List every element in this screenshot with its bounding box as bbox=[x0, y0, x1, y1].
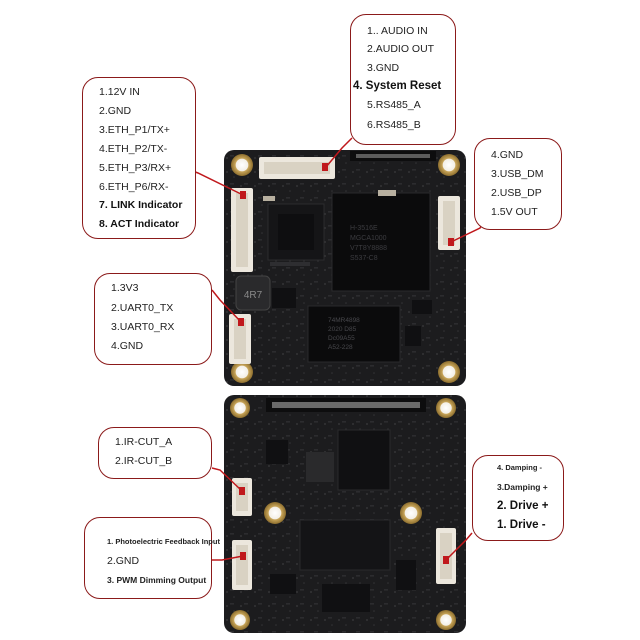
mount-hole bbox=[230, 398, 250, 418]
leader-ircut bbox=[211, 467, 243, 492]
svg-text:Dc09A55: Dc09A55 bbox=[328, 335, 355, 342]
mount-hole bbox=[438, 154, 460, 176]
pin-label: 1. Drive - bbox=[497, 519, 546, 531]
pin-label: 4. Damping - bbox=[497, 463, 543, 472]
pin-label: 1. Photoelectric Feedback Input bbox=[107, 537, 220, 546]
mount-hole bbox=[438, 361, 460, 383]
svg-text:V7T8Y8888: V7T8Y8888 bbox=[350, 245, 387, 252]
pin-label: 5.RS485_A bbox=[367, 99, 421, 111]
callout-audio-rs485: 1.. AUDIO IN 2.AUDIO OUT 3.GND 4. System… bbox=[350, 14, 456, 145]
soc-marking: H-3516E bbox=[350, 225, 378, 232]
svg-text:2020 D85: 2020 D85 bbox=[328, 326, 357, 333]
pin-label: 3.GND bbox=[367, 62, 400, 74]
mount-hole bbox=[230, 610, 250, 630]
memory-chip bbox=[307, 305, 401, 363]
pin-label: 2.IR-CUT_B bbox=[115, 455, 173, 467]
pin-label: 6.ETH_P6/RX- bbox=[99, 181, 169, 193]
pin-label: 3.Damping + bbox=[497, 482, 548, 492]
mount-hole bbox=[231, 361, 253, 383]
pin-label: 3. PWM Dimming Output bbox=[107, 575, 207, 585]
svg-text:74MR4898: 74MR4898 bbox=[328, 317, 360, 324]
pin-label: 2.AUDIO OUT bbox=[367, 43, 435, 55]
leader-photo bbox=[212, 555, 244, 561]
main-soc-chip bbox=[331, 192, 431, 292]
pin-label: 4. System Reset bbox=[353, 80, 442, 92]
svg-text:4R7: 4R7 bbox=[244, 290, 263, 301]
callout-ircut: 1.IR-CUT_A 2.IR-CUT_B bbox=[98, 427, 212, 479]
bottom-board bbox=[224, 395, 466, 633]
callout-lens-drive: 4. Damping - 3.Damping + 2. Drive + 1. D… bbox=[472, 455, 564, 541]
mount-hole bbox=[231, 154, 253, 176]
callout-usb: 4.GND 3.USB_DM 2.USB_DP 1.5V OUT bbox=[474, 138, 562, 230]
pin-label: 4.ETH_P2/TX- bbox=[99, 143, 168, 155]
mount-hole bbox=[400, 502, 422, 524]
pin-label: 3.UART0_RX bbox=[111, 321, 175, 333]
svg-text:S537-C8: S537-C8 bbox=[350, 255, 378, 262]
pin-label: 1.5V OUT bbox=[491, 206, 538, 218]
svg-text:A52-228: A52-228 bbox=[328, 344, 353, 351]
pin-label: 2.GND bbox=[107, 555, 140, 567]
pin-label: 1.3V3 bbox=[111, 282, 139, 294]
svg-text:MGCA1000: MGCA1000 bbox=[350, 235, 387, 242]
pin-label: 1.IR-CUT_A bbox=[115, 436, 173, 448]
leader-lens bbox=[445, 532, 473, 561]
callout-power-ethernet: 1.12V IN 2.GND 3.ETH_P1/TX+ 4.ETH_P2/TX-… bbox=[82, 77, 196, 239]
pin-label: 2.USB_DP bbox=[491, 187, 542, 199]
pin-label: 8. ACT Indicator bbox=[99, 218, 180, 230]
pin-label: 3.ETH_P1/TX+ bbox=[99, 124, 170, 136]
inductor bbox=[235, 275, 271, 311]
pin-label: 5.ETH_P3/RX+ bbox=[99, 162, 172, 174]
leader-audio bbox=[325, 137, 353, 168]
mount-hole bbox=[436, 610, 456, 630]
pin-label: 1.12V IN bbox=[99, 86, 140, 98]
mount-hole bbox=[436, 398, 456, 418]
mount-hole bbox=[264, 502, 286, 524]
pin-label: 1.. AUDIO IN bbox=[367, 25, 428, 37]
pin-label: 7. LINK Indicator bbox=[99, 199, 183, 211]
pin-label: 6.RS485_B bbox=[367, 119, 421, 131]
pin-label: 3.USB_DM bbox=[491, 168, 544, 180]
callout-uart: 1.3V3 2.UART0_TX 3.UART0_RX 4.GND bbox=[94, 273, 212, 365]
top-board: H-3516E MGCA1000 V7T8Y8888 S537-C8 74MR4… bbox=[224, 150, 466, 386]
pin-label: 2. Drive + bbox=[497, 500, 549, 512]
pin-label: 2.UART0_TX bbox=[111, 302, 174, 314]
callout-photo-pwm: 1. Photoelectric Feedback Input 2.GND 3.… bbox=[84, 517, 220, 599]
pin-label: 4.GND bbox=[111, 340, 144, 352]
pin-label: 4.GND bbox=[491, 149, 524, 161]
pin-label: 2.GND bbox=[99, 105, 132, 117]
leader-uart bbox=[211, 289, 242, 323]
